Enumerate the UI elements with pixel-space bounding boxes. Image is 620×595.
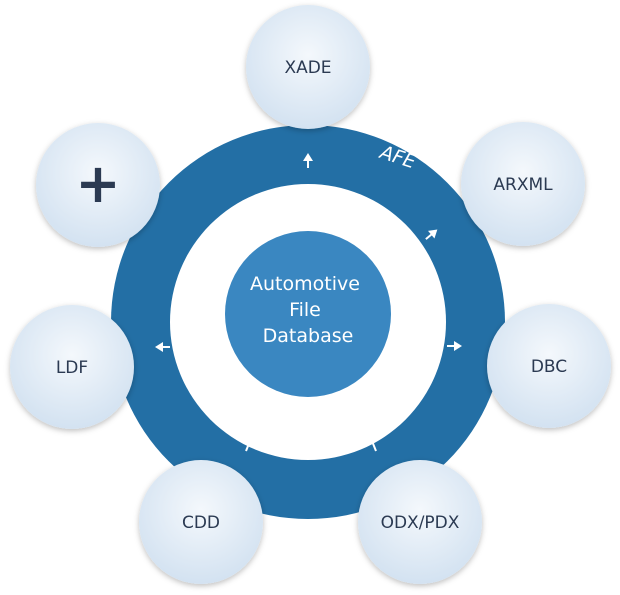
tick-to-cdd: [245, 435, 253, 452]
satellite-ldf-label: LDF: [56, 358, 88, 378]
satellite-arxml-label: ARXML: [493, 175, 553, 195]
arrow-to-ldf: [155, 342, 170, 352]
arrow-to-arxml: [425, 229, 438, 240]
plus-icon: +: [75, 152, 120, 215]
satellite-ldf[interactable]: [10, 305, 134, 429]
tick-to-odx-pdx: [369, 435, 377, 452]
satellite-cdd-label: CDD: [182, 513, 220, 533]
arrow-to-dbc: [447, 341, 462, 351]
center-label-line-3: Database: [263, 325, 354, 347]
satellite-odx-pdx[interactable]: [358, 460, 482, 584]
satellite-xade-label: XADE: [284, 58, 331, 78]
center-circle: [225, 231, 391, 397]
satellite-dbc[interactable]: [487, 304, 611, 428]
satellite-cdd[interactable]: [139, 460, 263, 584]
satellite-dbc-label: DBC: [531, 357, 567, 377]
center-label: Automotive File Database: [250, 273, 366, 347]
satellite-xade[interactable]: [246, 5, 370, 129]
satellite-add[interactable]: [36, 123, 160, 247]
center-label-line-2: File: [289, 299, 321, 321]
arrow-to-xade: [303, 153, 313, 168]
satellite-arxml[interactable]: [461, 122, 585, 246]
center-label-line-1: Automotive: [250, 273, 360, 295]
ring-arrows: [155, 153, 462, 452]
satellite-odx-pdx-label: ODX/PDX: [381, 513, 460, 533]
